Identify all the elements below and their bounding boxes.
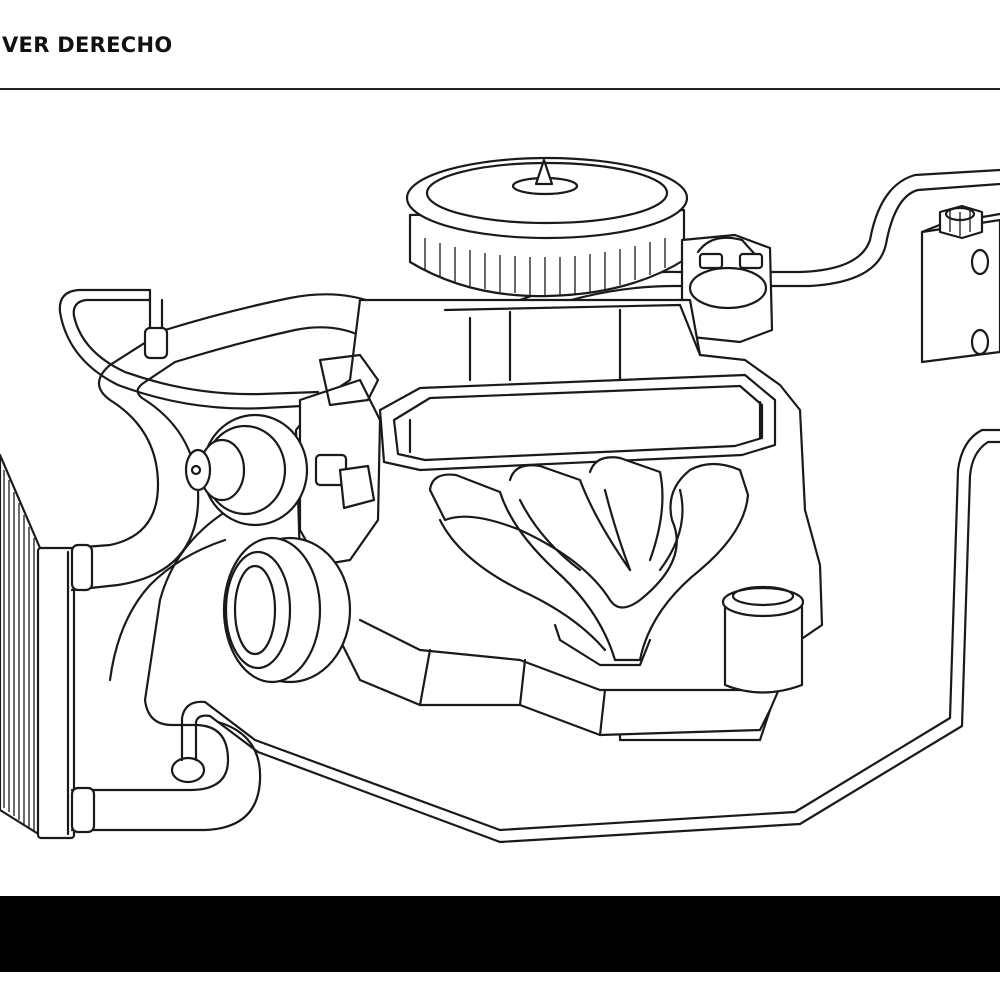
exhaust-headers	[428, 456, 750, 667]
footer-bar	[0, 896, 1000, 972]
header-divider	[0, 88, 1000, 90]
radiator	[0, 453, 76, 840]
footer-strip	[0, 972, 1000, 1000]
engine-block	[294, 298, 824, 742]
air-filter-pleats	[424, 238, 666, 296]
page-title: VER DERECHO	[2, 33, 173, 57]
oil-filter	[721, 585, 805, 694]
coolant-reservoir	[920, 204, 1000, 364]
upper-pulley	[184, 413, 309, 527]
heater-return-line	[180, 428, 1000, 844]
distributor	[680, 233, 774, 344]
air-cleaner	[405, 156, 689, 298]
lower-radiator-hose	[70, 510, 262, 834]
bypass-loop-hose	[58, 288, 322, 410]
radiator-core	[3, 470, 35, 832]
lower-crank-pulley	[222, 536, 352, 684]
engine-cooling-diagram	[0, 90, 1000, 895]
header: VER DERECHO	[0, 0, 1000, 90]
water-pump	[298, 353, 382, 567]
